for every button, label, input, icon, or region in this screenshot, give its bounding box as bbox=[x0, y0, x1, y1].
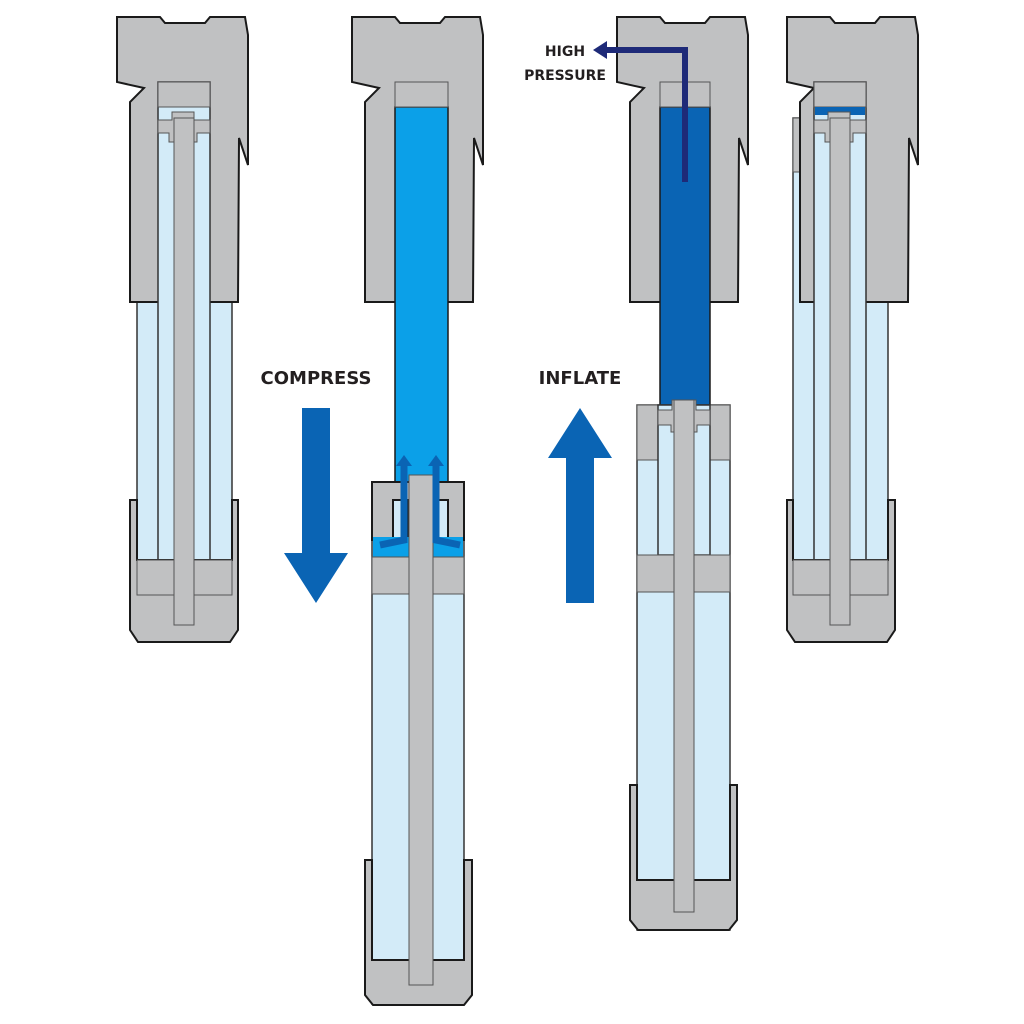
compress-arrow-icon bbox=[284, 408, 348, 603]
high-pressure-label-line1: HIGH bbox=[545, 44, 585, 60]
pump-resting-left bbox=[116, 16, 249, 643]
high-pressure-arrow-icon bbox=[605, 47, 688, 182]
pump-compressing bbox=[351, 16, 484, 1006]
high-pressure-label-line2: PRESSURE bbox=[524, 68, 606, 84]
pump-resting-right bbox=[786, 16, 919, 643]
inflate-arrow-icon bbox=[548, 408, 612, 603]
inflate-label: INFLATE bbox=[539, 368, 622, 389]
pump-inflating bbox=[616, 16, 749, 931]
compress-label: COMPRESS bbox=[261, 368, 372, 389]
